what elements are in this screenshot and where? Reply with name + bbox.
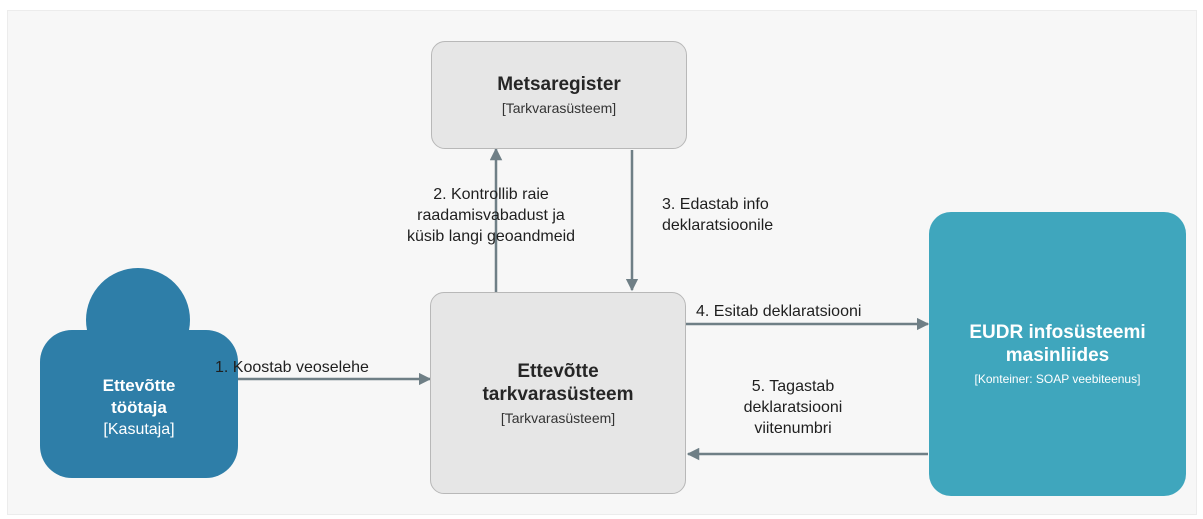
node-ettevotte-tarkvarasysteem[interactable]: Ettevõtte tarkvarasüsteem [Tarkvarasüste… <box>430 292 686 494</box>
person-title-line: Ettevõtte <box>102 376 176 395</box>
edge-label-line: deklaratsiooni <box>743 399 843 416</box>
edge-label-line: viitenumbri <box>754 420 832 437</box>
person-title-line: töötaja <box>111 398 167 417</box>
edge-label-line: deklaratsioonile <box>662 217 774 234</box>
edge-label-3: 3. Edastab info deklaratsioonile <box>662 194 773 236</box>
edge-label-line: 2. Kontrollib raie <box>433 186 549 203</box>
edge-label-2: 2. Kontrollib raie raadamisvabadust ja k… <box>364 184 618 247</box>
node-title-line: tarkvarasüsteem <box>482 383 634 405</box>
node-eudr-masinliides[interactable]: EUDR infosüsteemi masinliides [Konteiner… <box>929 212 1186 496</box>
edge-label-line: küsib langi geoandmeid <box>406 228 576 245</box>
edge-label-4: 4. Esitab deklaratsiooni <box>696 303 862 320</box>
node-person-ettevotte-tootaja[interactable]: Ettevõtte töötaja [Kasutaja] <box>40 330 238 478</box>
edge-label-line: 3. Edastab info <box>662 196 769 213</box>
node-type: [Tarkvarasüsteem] <box>500 409 616 426</box>
edge-label-1: 1. Koostab veoselehe <box>215 359 369 376</box>
edge-label-line: 5. Tagastab <box>751 378 835 395</box>
node-title-line: Ettevõtte <box>517 360 599 382</box>
node-type: [Tarkvarasüsteem] <box>501 100 617 116</box>
node-title-line: EUDR infosüsteemi <box>969 322 1146 343</box>
edge-label-line: raadamisvabadust ja <box>417 207 565 224</box>
node-type: [Konteiner: SOAP veebiteenus] <box>974 372 1141 386</box>
node-metsaregister[interactable]: Metsaregister [Tarkvarasüsteem] <box>431 41 687 149</box>
edge-label-5: 5. Tagastab deklaratsiooni viitenumbri <box>718 376 868 439</box>
node-title: Metsaregister <box>497 74 621 95</box>
node-title-line: masinliides <box>1005 345 1110 366</box>
person-type: [Kasutaja] <box>103 421 175 438</box>
